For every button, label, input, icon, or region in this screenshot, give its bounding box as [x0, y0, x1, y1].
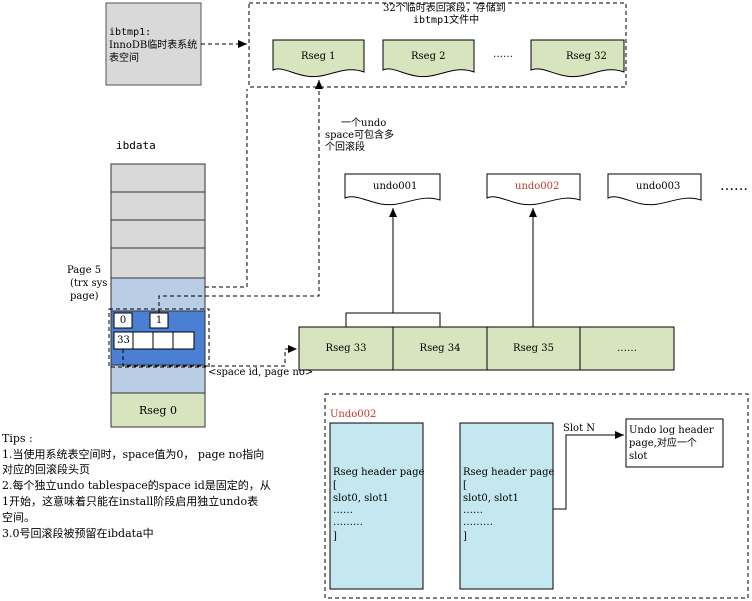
slot-0-label: 0 [119, 315, 127, 326]
temp-rseg-2-shape [382, 39, 475, 78]
rseg-more-cell [579, 326, 675, 371]
slot-0-box [113, 312, 133, 329]
ibdata-title: ibdata [116, 139, 156, 152]
slot-n-connector [553, 431, 624, 510]
page5-label-2: (trx sys [70, 278, 108, 289]
slot33-to-rseg33-arrow [122, 345, 297, 367]
temp-rseg-1-label: Rseg 1 [301, 51, 336, 62]
page1-line-5: ……… [333, 517, 363, 528]
page1-line-6: ] [333, 531, 337, 542]
temp-group-caption-1: 32个临时表回滚段，存储到 [383, 3, 506, 14]
undo001-label: undo001 [373, 181, 418, 192]
rseg-header-page-2 [459, 422, 554, 590]
ibtmp1-box [105, 2, 202, 86]
page1-line-1: Rseg header page [333, 467, 425, 478]
temp-group-caption-2: ibtmp1文件中 [413, 15, 480, 26]
page2-line-3: slot0, slot1 [463, 493, 519, 504]
rseg-more-label: …… [617, 343, 637, 354]
temp-rseg-1-shape [272, 39, 365, 78]
temp-rseg-32-shape [530, 39, 625, 78]
undo003-label: undo003 [636, 181, 681, 192]
slot-34-box [132, 331, 154, 350]
page1-line-4: …… [333, 505, 353, 516]
page5-label-1: Page 5 [67, 265, 102, 276]
rseg-33-label: Rseg 33 [325, 343, 367, 354]
rseg0-block [110, 392, 206, 428]
ibtmp1-label-1: ibtmp1: [109, 27, 152, 38]
slot-36-box [172, 331, 195, 350]
rseg0-label: Rseg 0 [139, 403, 177, 417]
undo001-group-bracket [345, 312, 441, 327]
page1-line-2: [ [333, 480, 337, 491]
rseg-34-label: Rseg 34 [419, 343, 461, 354]
undo-log-line-1: Undo log header [629, 425, 714, 436]
page2-line-4: …… [463, 505, 483, 516]
slot-35-box [152, 331, 174, 350]
undo002-shape [486, 173, 581, 206]
ibdata-page-1 [110, 163, 206, 193]
page2-line-5: ……… [463, 517, 493, 528]
rseg-33-cell [298, 326, 394, 371]
undo-log-line-2: page,对应一个 [629, 438, 697, 449]
undo-note-2: space可包含多 [325, 130, 395, 141]
tips-title: Tips : [2, 432, 33, 445]
page2-line-6: ] [463, 531, 467, 542]
rseg-34-cell [392, 326, 488, 371]
temp-rseg-ellipsis: …… [493, 49, 513, 60]
slot-n-label: Slot N [563, 423, 596, 434]
rseg-35-label: Rseg 35 [513, 343, 554, 354]
page5-label-3: page) [70, 291, 99, 302]
undo002-detail-title: Undo002 [330, 409, 377, 420]
undo001-shape [344, 173, 441, 206]
temp-rseg-2-label: Rseg 2 [411, 51, 446, 62]
ibdata-page-2 [110, 191, 206, 221]
undo002-label: undo002 [515, 181, 560, 192]
page2-line-2: [ [463, 480, 467, 491]
tips-line-3: 2.每个独立undo tablespace的space id是固定的，从 [2, 479, 271, 492]
rseg-35-cell [486, 326, 581, 371]
slot1-to-rseg1-arrow [158, 80, 323, 313]
tips-line-5: 空间。 [2, 511, 35, 524]
pointer-label: <space id, page no> [208, 367, 314, 378]
undo003-shape [607, 173, 702, 206]
ibdata-page-3 [110, 219, 206, 249]
ibtmp1-label-3: 表空间 [109, 53, 139, 64]
tips-line-4: 1开始，这意味着只能在install阶段启用独立undo表 [2, 495, 259, 508]
page5-to-temp-arrow [205, 89, 248, 288]
tips-line-6: 3.0号回滚段被预留在ibdata中 [2, 527, 154, 540]
slot-1-label: 1 [155, 315, 163, 326]
ibdata-page-4 [110, 247, 206, 279]
undo-log-header-box [625, 418, 724, 468]
undo-note-3: 个回滚段 [325, 142, 365, 153]
page1-line-3: slot0, slot1 [333, 493, 389, 504]
page2-line-1: Rseg header page [463, 467, 555, 478]
tips-line-2: 对应的回滚段头页 [2, 463, 90, 476]
slot-33-label: 33 [117, 335, 130, 346]
tips-line-1: 1.当使用系统表空间时，space值为0， page no指向 [2, 448, 265, 461]
ibtmp1-label-2: InnoDB临时表系统 [109, 40, 198, 51]
undo-spaces-ellipsis: …… [720, 178, 748, 194]
undo002-detail-frame [324, 393, 749, 599]
rseg-header-page-1 [329, 422, 424, 590]
undo-log-line-3: slot [629, 451, 648, 462]
undo-note-1: 一个undo [341, 118, 387, 129]
temp-rseg-32-label: Rseg 32 [566, 51, 607, 62]
